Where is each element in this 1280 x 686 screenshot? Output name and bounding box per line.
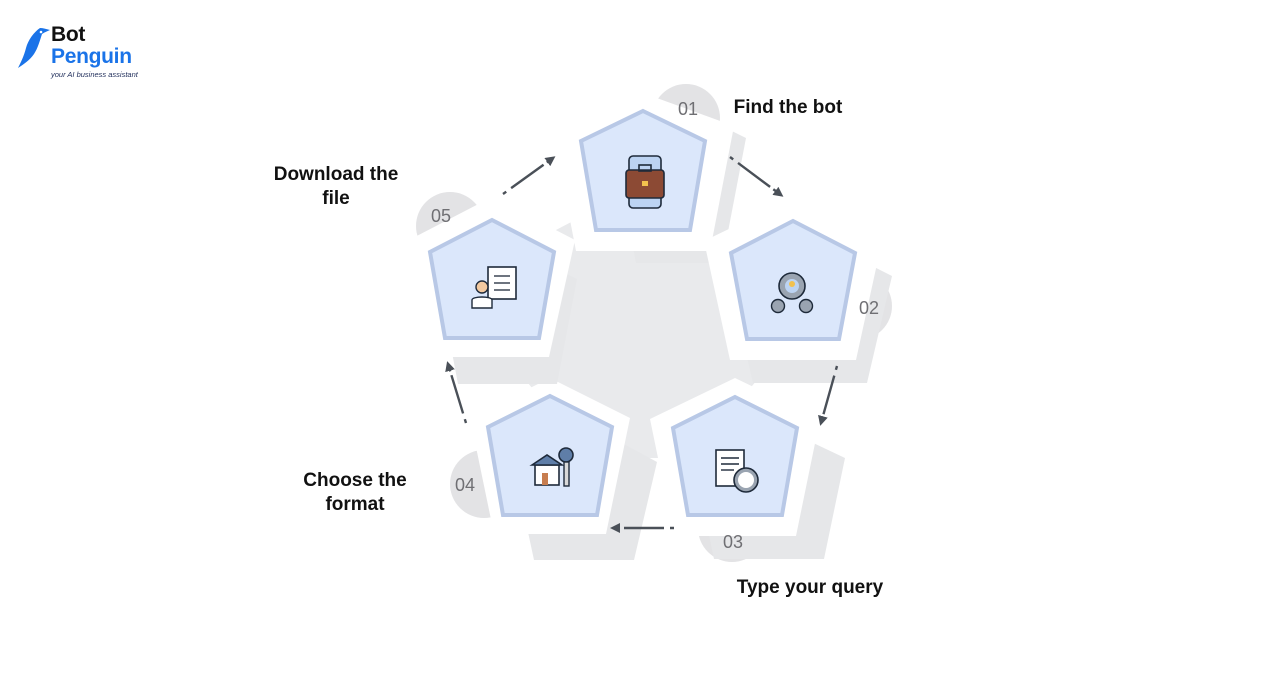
step-01-label: Find the bot (733, 97, 843, 118)
house-key-icon (529, 447, 574, 487)
step-03-node: 03 (650, 378, 845, 562)
botpenguin-logo[interactable]: Bot Penguin your AI business assistant (18, 23, 158, 84)
arrow-01-to-02 (729, 156, 784, 197)
step-02-label: Type your query (736, 577, 884, 598)
arrow-05-to-01 (502, 156, 556, 195)
step-05-number: 05 (431, 206, 451, 226)
arrow-02-to-03 (818, 365, 839, 426)
step-02-node: 02 (704, 198, 892, 383)
step-03-label: Choose the format (303, 470, 407, 515)
logo-tagline: your AI business assistant (51, 70, 138, 79)
step-01-number: 01 (678, 99, 698, 119)
logo-text-bot: Bot (51, 23, 86, 46)
gears-person-icon (770, 272, 814, 314)
logo-text-penguin: Penguin (51, 45, 132, 68)
arrow-04-to-05 (445, 361, 468, 424)
person-clipboard-icon (471, 266, 517, 309)
step-02-number: 02 (859, 298, 879, 318)
penguin-logo-icon (18, 28, 50, 68)
step-01-node: 01 (552, 84, 746, 263)
step-05-node: 05 (409, 192, 577, 384)
step-04-label: Download the file (273, 164, 399, 209)
step-03-number: 03 (723, 532, 743, 552)
briefcase-phone-icon (625, 155, 665, 209)
step-04-node: 04 (450, 378, 657, 560)
step-04-number: 04 (455, 475, 475, 495)
document-clock-icon (715, 449, 759, 493)
step-04-pentagon-inner (485, 393, 615, 517)
